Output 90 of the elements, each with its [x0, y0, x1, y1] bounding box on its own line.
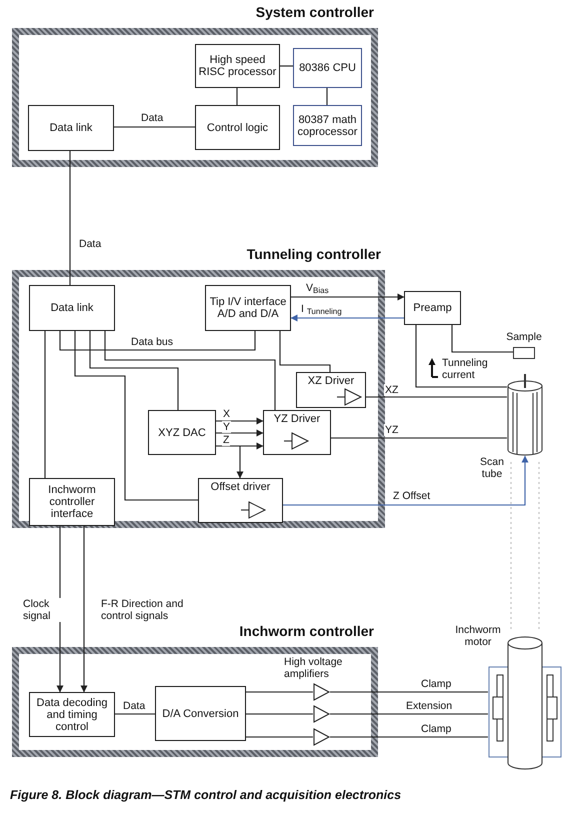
connector-line	[80, 526, 88, 692]
box-label: Data link	[50, 122, 92, 134]
edge-label: Data	[78, 238, 102, 250]
process-box	[293, 48, 362, 88]
box-label: Preamp	[413, 302, 452, 314]
node-caption: Sample	[505, 331, 543, 343]
connector-line	[331, 437, 507, 439]
edge-label: Z Offset	[392, 490, 432, 502]
amplifier-symbol	[313, 705, 330, 723]
box-label: Inchworm controller interface	[47, 484, 97, 520]
controller-panel	[12, 246, 385, 528]
connector-line	[330, 691, 488, 693]
process-box	[263, 410, 331, 455]
edge-label: Y	[222, 421, 232, 433]
figure-caption: Figure 8. Block diagram—STM control and acquisition electronics	[10, 788, 402, 802]
process-box	[205, 285, 291, 331]
connector-line	[74, 331, 198, 501]
box-label: 80387 math coprocessor	[296, 114, 358, 138]
box-label: XYZ DAC	[158, 426, 206, 438]
edge-label: XZ	[384, 384, 400, 396]
box-symbol	[513, 347, 535, 359]
edge-label: Z	[222, 434, 230, 446]
process-box	[29, 478, 115, 526]
edge-label: Clamp	[420, 678, 452, 690]
box-label: Data decoding and timing control	[36, 696, 108, 732]
process-box	[296, 372, 366, 408]
box-label: Offset driver	[210, 481, 270, 493]
panel-heading: Tunneling controller	[246, 246, 381, 262]
box-label: 80386 CPU	[299, 62, 356, 74]
edge-label: Data	[122, 700, 146, 712]
process-box	[29, 285, 115, 331]
connector-line	[44, 331, 46, 478]
process-box	[293, 105, 362, 146]
connector-line	[104, 331, 276, 410]
node-caption: Inchworm motor	[454, 624, 502, 648]
box-label: Tip I/V interface A/D and D/A	[208, 296, 288, 320]
box-label: Data link	[50, 302, 94, 314]
connector-line	[59, 331, 256, 351]
process-box	[28, 105, 114, 151]
edge-label: Data bus	[130, 336, 174, 348]
box-label: High speed RISC processor	[198, 54, 277, 78]
annotation-text: Tunneling current	[442, 357, 489, 381]
edge-label: Clock signal	[22, 598, 64, 622]
connector-line	[330, 736, 488, 738]
connector-line	[330, 713, 488, 715]
connector-line	[366, 396, 507, 398]
edge-label: X	[222, 408, 232, 420]
edge-label: Clamp	[420, 723, 452, 735]
edge-label: I $_{Tunneling}$	[300, 303, 343, 315]
connector-line	[280, 65, 293, 67]
process-box	[29, 692, 115, 737]
edge-label: V$_{Bias}$	[305, 282, 330, 294]
connector-line	[279, 331, 331, 372]
controller-panel	[12, 623, 378, 757]
connector-line	[326, 88, 328, 105]
process-box	[404, 291, 461, 325]
connector-line	[246, 691, 313, 693]
panel-heading: Inchworm controller	[239, 623, 374, 639]
node-caption: Scan tube	[479, 456, 505, 480]
connector-line	[283, 456, 528, 506]
edge-label: Extension	[405, 700, 454, 712]
connector-line	[89, 331, 179, 410]
box-label: XZ Driver	[308, 375, 354, 387]
connector-line	[216, 430, 264, 436]
box-label: Control logic	[206, 122, 268, 134]
process-box	[198, 478, 283, 523]
connector-line	[69, 151, 71, 285]
connector-line	[114, 126, 195, 128]
edge-label: Data	[140, 112, 164, 124]
amplifier-symbol	[313, 728, 330, 746]
controller-panel	[12, 4, 378, 167]
process-box	[195, 44, 280, 88]
box-label: D/A Conversion	[162, 708, 239, 720]
edge-label: YZ	[384, 424, 400, 436]
box-label: YZ Driver	[274, 413, 320, 425]
process-box	[155, 686, 246, 741]
connector-line	[290, 314, 404, 322]
connector-line	[451, 325, 513, 353]
connector-line	[236, 88, 238, 105]
connector-line	[216, 418, 264, 424]
panel-heading: System controller	[256, 4, 374, 20]
amplifier-symbol	[313, 683, 330, 701]
connector-line	[246, 713, 313, 715]
connector-line	[115, 713, 155, 715]
process-box	[195, 105, 280, 150]
annotation-text: High voltage amplifiers	[284, 656, 344, 680]
connector-line	[415, 325, 507, 388]
process-box	[148, 410, 216, 455]
connector-line	[291, 294, 404, 300]
connector-line	[246, 736, 313, 738]
